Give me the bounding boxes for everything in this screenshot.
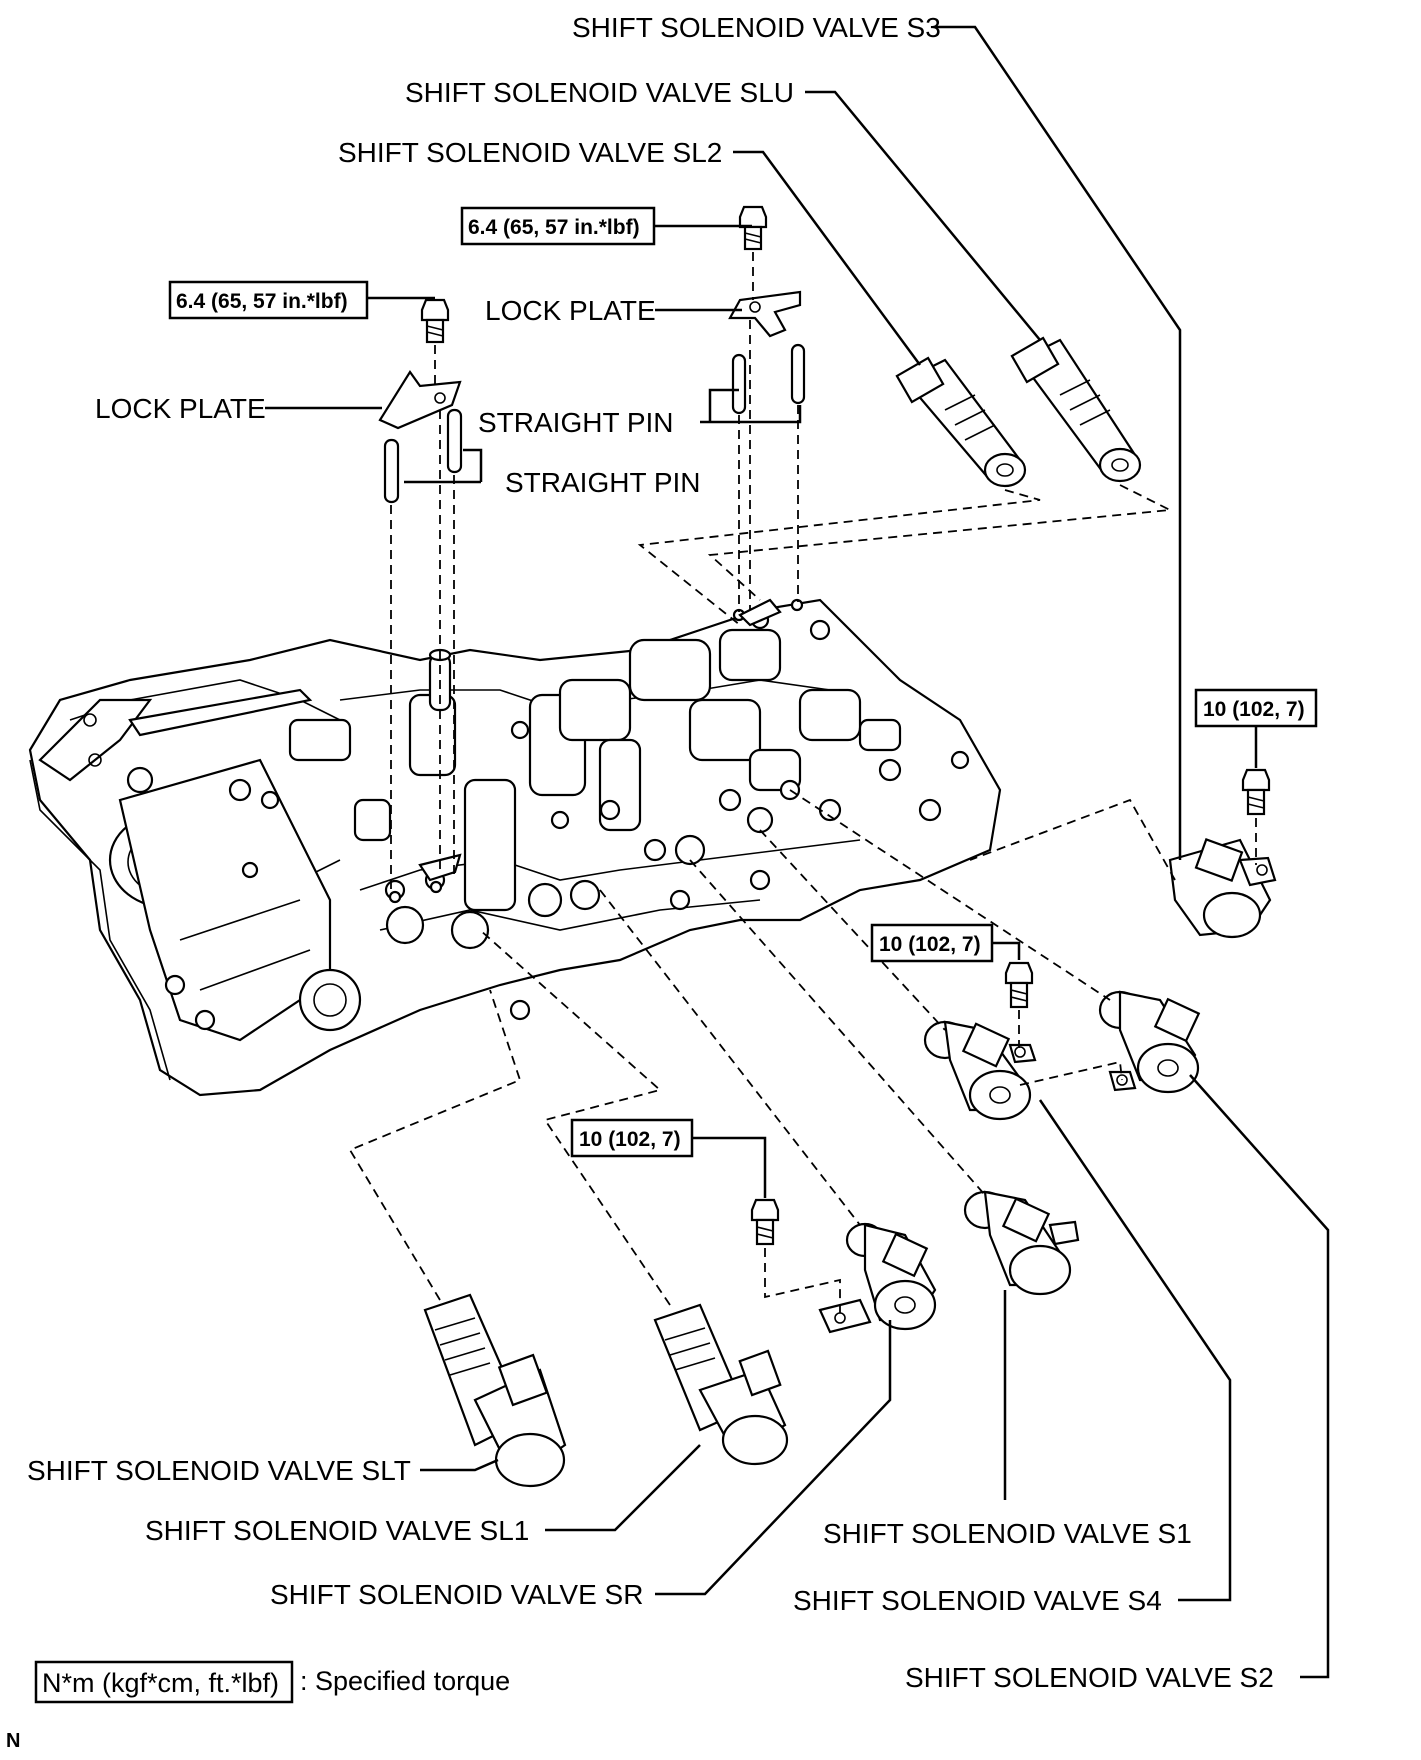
torque-value: 10 (102, 7) [1203, 698, 1305, 721]
straight-pin-right-1 [731, 353, 747, 415]
torque-box-bolt-top-right: 6.4 (65, 57 in.*lbf) [460, 206, 656, 246]
bolt-top-right [738, 205, 768, 251]
legend-unit-box: N*m (kgf*cm, ft.*lbf) [42, 1668, 279, 1698]
torque-value: 10 (102, 7) [879, 933, 981, 956]
label-shift-solenoid-valve-s1: SHIFT SOLENOID VALVE S1 [823, 1518, 1192, 1549]
label-shift-solenoid-valve-sl2: SHIFT SOLENOID VALVE SL2 [338, 137, 722, 168]
straight-pin-right-2 [790, 343, 806, 405]
lock-plate-left [378, 370, 462, 430]
right-lock-plate-group [728, 205, 806, 612]
solenoid-sl1 [653, 1303, 789, 1466]
label-straight-pin-left: STRAIGHT PIN [505, 467, 701, 498]
label-shift-solenoid-valve-sr: SHIFT SOLENOID VALVE SR [270, 1579, 643, 1610]
solenoid-s4 [923, 1020, 1037, 1121]
lock-plate-right [728, 290, 802, 338]
figure-code: N [6, 1730, 20, 1752]
label-shift-solenoid-valve-s2: SHIFT SOLENOID VALVE S2 [905, 1662, 1274, 1693]
torque-box-bolt-s1-s4: 10 (102, 7) [870, 923, 994, 963]
valve-spools [288, 628, 902, 912]
torque-value: 10 (102, 7) [579, 1128, 681, 1151]
label-shift-solenoid-valve-slu: SHIFT SOLENOID VALVE SLU [405, 77, 794, 108]
solenoid-sl2 [895, 356, 1027, 488]
label-lock-plate-right: LOCK PLATE [485, 295, 656, 326]
legend-description: : Specified torque [300, 1666, 510, 1696]
solenoid-slt [423, 1293, 567, 1488]
bolt-s1-s4 [1004, 961, 1034, 1009]
torque-legend: N*m (kgf*cm, ft.*lbf) : Specified torque [34, 1660, 510, 1704]
label-shift-solenoid-valve-sl1: SHIFT SOLENOID VALVE SL1 [145, 1515, 529, 1546]
torque-value: 6.4 (65, 57 in.*lbf) [468, 216, 640, 239]
bolt-top-left [420, 298, 450, 344]
bolt-sr [750, 1198, 780, 1246]
solenoid-s2 [1098, 990, 1201, 1094]
label-lock-plate-left: LOCK PLATE [95, 393, 266, 424]
label-shift-solenoid-valve-slt: SHIFT SOLENOID VALVE SLT [27, 1455, 411, 1486]
label-shift-solenoid-valve-s4: SHIFT SOLENOID VALVE S4 [793, 1585, 1162, 1616]
leader-lines [265, 25, 1330, 1679]
straight-pin-left-1 [383, 438, 400, 504]
torque-box-bolt-sr: 10 (102, 7) [570, 1118, 694, 1158]
straight-pin-left-2 [446, 408, 463, 474]
solenoid-sr [818, 1222, 937, 1334]
torque-box-bolt-s3: 10 (102, 7) [1194, 688, 1318, 728]
torque-box-bolt-top-left: 6.4 (65, 57 in.*lbf) [168, 280, 369, 320]
label-straight-pin-right: STRAIGHT PIN [478, 407, 674, 438]
solenoid-slu [1010, 336, 1142, 483]
torque-value: 6.4 (65, 57 in.*lbf) [176, 290, 348, 313]
solenoid-s3 [1168, 837, 1277, 939]
bolt-s3 [1241, 768, 1271, 816]
solenoid-s1 [963, 1190, 1080, 1296]
valve-body [28, 598, 1002, 1097]
label-shift-solenoid-valve-s3: SHIFT SOLENOID VALVE S3 [572, 12, 941, 43]
left-lock-plate-group [378, 298, 463, 890]
